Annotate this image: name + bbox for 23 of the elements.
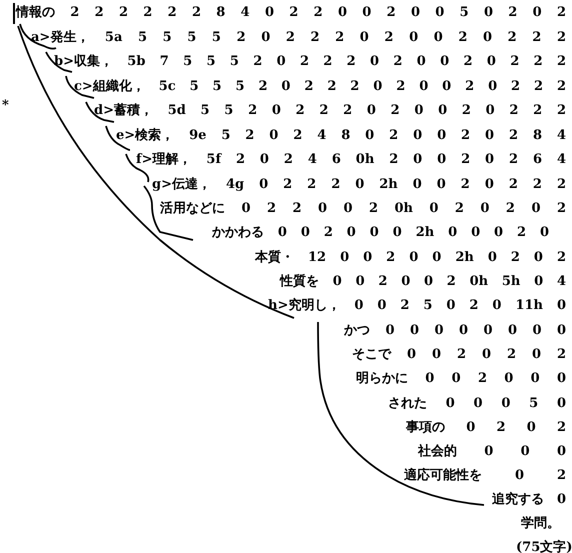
matrix-row: 社会的 0 0 0 xyxy=(418,443,566,461)
matrix-row: 追究する 0 xyxy=(492,491,566,509)
matrix-row: かつ 0 0 0 0 0 0 0 0 xyxy=(344,322,566,340)
matrix-row: 本質・ 12 0 0 2 0 0 2h 0 2 0 2 xyxy=(255,249,566,267)
matrix-row: a>発生， 5a 5 5 5 5 2 0 2 2 2 0 2 0 0 2 0 2 2 2 xyxy=(31,29,566,47)
matrix-row: b>収集， 5b 7 5 5 5 2 0 2 2 2 0 2 0 0 2 0 2 2 2 xyxy=(54,53,566,71)
matrix-row: 活用などに 0 2 2 0 0 2 0h 0 2 0 2 0 2 xyxy=(160,200,566,218)
matrix-row: 明らかに 0 0 2 0 0 0 xyxy=(356,370,566,388)
matrix-row: 事項の 0 2 0 2 xyxy=(406,419,566,437)
matrix-row: g>伝達， 4g 0 2 2 2 0 2h 0 0 2 0 2 2 2 xyxy=(152,176,566,194)
matrix-row: 適応可能性を 0 2 xyxy=(404,467,566,485)
matrix-row: 性質を 0 0 2 0 0 2 0h 5h 0 4 xyxy=(280,273,566,291)
matrix-row: 学問。 xyxy=(521,515,560,533)
matrix-row: * xyxy=(2,97,9,115)
matrix-row: そこで 0 0 2 0 2 0 2 xyxy=(352,346,566,364)
matrix-row: e>検索， 9e 5 2 0 2 4 8 0 2 0 0 2 0 2 8 4 xyxy=(116,127,566,145)
matrix-row: d>蓄積， 5d 5 5 2 0 2 2 2 0 2 0 0 2 0 2 2 2 xyxy=(94,102,566,120)
matrix-row: c>組織化， 5c 5 5 5 2 0 2 2 2 0 2 0 0 2 0 2 2 2 xyxy=(74,78,566,96)
matrix-row: f>理解， 5f 2 0 2 4 6 0h 2 0 0 2 0 2 6 4 xyxy=(136,151,566,169)
matrix-row: 情報の 2 2 2 2 2 2 8 4 0 2 2 0 0 2 0 0 5 0 2 0 2 xyxy=(16,4,566,22)
matrix-row: された 0 0 0 5 0 xyxy=(388,395,566,413)
matrix-row: かかわる 0 0 2 0 0 0 2h 0 0 0 2 0 xyxy=(212,224,549,242)
matrix-row: (75文字) xyxy=(516,539,572,553)
